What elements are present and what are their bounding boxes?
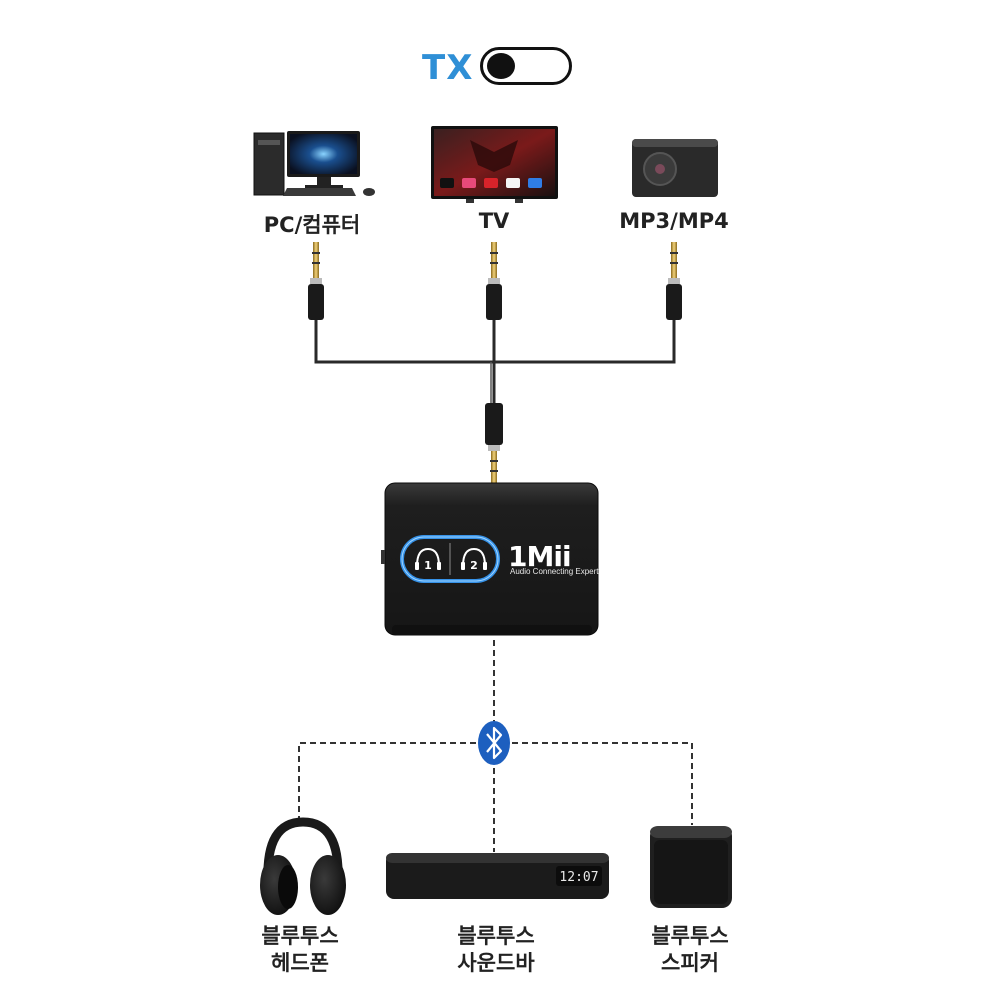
button-1[interactable]: 1 bbox=[415, 547, 441, 572]
output-label-speaker: 블루투스 스피커 bbox=[590, 923, 790, 977]
transmitter-device: 1 2 bbox=[381, 482, 599, 636]
jack-tv bbox=[486, 242, 502, 320]
output-label-speaker-line1: 블루투스 bbox=[651, 924, 729, 948]
jack-device bbox=[485, 403, 503, 483]
source-label-mp3: MP3/MP4 bbox=[619, 209, 729, 233]
jack-mp3 bbox=[666, 242, 682, 320]
output-label-headphone: 블루투스 헤드폰 bbox=[200, 923, 400, 977]
soundbar-clock: 12:07 bbox=[559, 870, 598, 885]
soundbar-illustration: 12:07 bbox=[386, 853, 609, 899]
jack-pc bbox=[308, 242, 324, 320]
bluetooth-icon bbox=[478, 721, 510, 765]
bluetooth-links bbox=[298, 640, 693, 852]
output-label-speaker-line2: 스피커 bbox=[661, 951, 719, 975]
output-label-headphone-line1: 블루투스 bbox=[261, 924, 339, 948]
output-label-soundbar-line2: 사운드바 bbox=[457, 951, 535, 975]
button-1-number: 1 bbox=[424, 559, 432, 572]
toggle-knob bbox=[487, 53, 515, 79]
output-label-soundbar-line1: 블루투스 bbox=[457, 924, 535, 948]
button-2[interactable]: 2 bbox=[461, 547, 487, 572]
source-label-tv: TV bbox=[478, 209, 510, 233]
headphone-illustration bbox=[260, 817, 346, 915]
source-label-pc: PC/컴퓨터 bbox=[263, 213, 361, 237]
output-label-headphone-line2: 헤드폰 bbox=[271, 951, 329, 975]
mp3-illustration bbox=[632, 139, 718, 197]
aux-cables bbox=[314, 318, 676, 405]
device-tagline: Audio Connecting Expert bbox=[510, 567, 599, 576]
pc-mouse bbox=[363, 188, 375, 196]
button-2-number: 2 bbox=[470, 559, 478, 572]
device-brand: 1Mii bbox=[508, 540, 572, 573]
mode-label: TX bbox=[422, 48, 474, 88]
speaker-illustration bbox=[650, 826, 732, 908]
output-label-soundbar: 블루투스 사운드바 bbox=[396, 923, 596, 977]
pc-keyboard bbox=[283, 188, 356, 196]
mode-toggle[interactable] bbox=[480, 47, 572, 85]
tv-illustration bbox=[431, 126, 558, 203]
pc-illustration bbox=[253, 131, 375, 196]
